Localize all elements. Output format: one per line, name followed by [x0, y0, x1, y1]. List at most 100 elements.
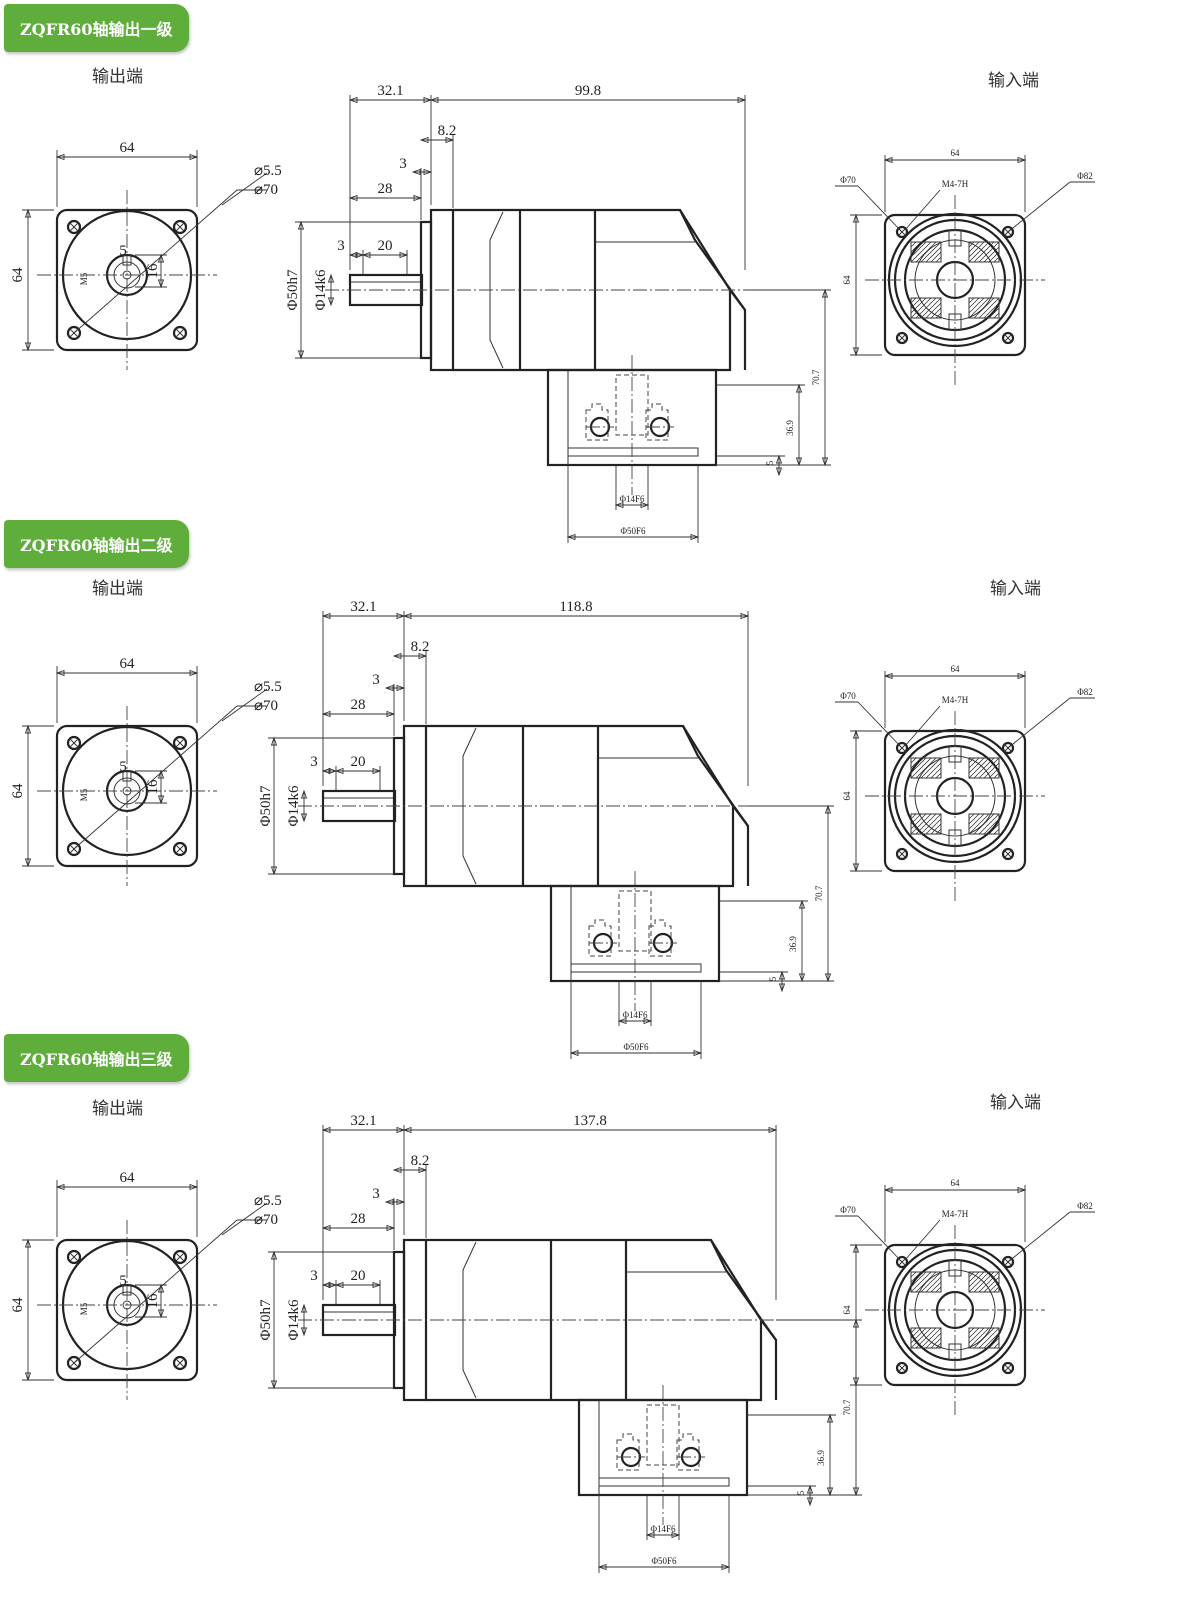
height-total-text: 70.7 [842, 1399, 852, 1415]
hatch-line [968, 757, 990, 779]
bore-pilot-text: Φ50F6 [623, 1042, 649, 1052]
dimension-arrow [852, 729, 860, 739]
input-mounting-hole [1001, 1361, 1015, 1375]
pcd-dia-text: ⌀70 [254, 1212, 278, 1228]
height-dim-text: 64 [10, 1297, 26, 1313]
gearbox-bevel [710, 1239, 778, 1400]
dimension-arrow [640, 501, 650, 509]
hatch-line [968, 241, 985, 258]
dimension-arrow [55, 669, 65, 677]
hatch-line [925, 762, 942, 779]
dimension-arrow [768, 1126, 778, 1134]
hatch-line [968, 1271, 990, 1293]
key-offset-text: 3 [337, 238, 345, 254]
dimension-arrow [321, 767, 331, 775]
dimension-arrow [386, 1224, 396, 1232]
dimension-arrow [189, 669, 199, 677]
mounting-hole [66, 735, 82, 751]
dimension-arrow [645, 1531, 655, 1539]
dimension-arrow [795, 383, 803, 393]
dimension-arrow [852, 1377, 860, 1387]
hole-dia-text: ⌀5.5 [254, 1193, 282, 1209]
height-axis-text: 36.9 [788, 936, 798, 952]
mounting-hole [66, 841, 82, 857]
dimension-arrow [392, 652, 402, 660]
dimension-arrow [423, 168, 433, 176]
input-base [567, 447, 699, 457]
hatch-line [935, 828, 942, 835]
input-end-label: 输入端 [988, 71, 1039, 91]
mounting-hole [66, 325, 82, 341]
leader-line [1007, 181, 1071, 233]
dimension-arrow [429, 96, 439, 104]
dimension-arrow [334, 767, 344, 775]
flange-t-text: 8.2 [411, 639, 430, 655]
dimension-arrow [778, 970, 786, 980]
hatch-line [910, 757, 922, 769]
key-offset-text: 3 [310, 754, 318, 770]
leader-line [73, 705, 238, 850]
dimension-arrow [778, 983, 786, 993]
dimension-arrow [24, 858, 32, 868]
hatch-line [968, 241, 990, 263]
mounting-hole [66, 219, 82, 235]
dimension-arrow [396, 1198, 406, 1206]
pilot-text: Φ50h7 [285, 269, 301, 310]
hatch-line [925, 302, 942, 319]
leader-line [857, 185, 903, 233]
shaft-dia-text: Φ14k6 [286, 785, 302, 826]
dimension-arrow [775, 454, 783, 464]
dimension-arrow [775, 467, 783, 477]
hatch-line [910, 241, 922, 253]
leader-line [904, 1219, 941, 1261]
hatch-line [968, 757, 980, 769]
hatch-line [993, 1286, 1000, 1293]
dimension-arrow [1017, 672, 1027, 680]
output-end-label: 输出端 [92, 1099, 143, 1119]
hatch-line [910, 1327, 917, 1334]
dimension-arrow [614, 501, 624, 509]
thread-text: M5 [79, 272, 89, 285]
height-total-text: 70.7 [814, 885, 824, 901]
dimension-arrow [386, 710, 396, 718]
base-text: 5 [765, 460, 775, 465]
hatch-line [978, 813, 1000, 835]
hatch-line [915, 297, 937, 319]
mounting-hole [66, 1355, 82, 1371]
hatch-line [968, 813, 985, 830]
dimension-arrow [24, 724, 32, 734]
dimension-arrow [157, 795, 165, 805]
hatch-line [993, 312, 1000, 319]
dimension-arrow [798, 973, 806, 983]
dimension-arrow [348, 96, 358, 104]
dimension-arrow [883, 156, 893, 164]
gearbox-bevel [682, 725, 750, 886]
dimension-arrow [566, 533, 576, 541]
width-dim-text: 64 [120, 1170, 136, 1186]
base-text: 5 [768, 976, 778, 981]
hatch-line [968, 1327, 990, 1349]
dimension-arrow [321, 612, 331, 620]
dimension-arrow [883, 672, 893, 680]
leader-line [73, 189, 238, 334]
input-mounting-hole [895, 847, 909, 861]
bore-text: Φ14F6 [622, 1010, 648, 1020]
hatch-line [920, 813, 942, 835]
dimension-arrow [795, 457, 803, 467]
dimension-arrow [334, 1281, 344, 1289]
hatch-line [968, 297, 990, 319]
hatch-line [968, 757, 985, 774]
input-pocket-hidden [588, 919, 612, 957]
dimension-arrow [826, 1487, 834, 1497]
dimension-arrow [418, 1166, 428, 1174]
input-pocket-hidden [616, 1433, 640, 1471]
hatch-line [968, 813, 975, 820]
output-end-label: 输出端 [92, 67, 143, 87]
key-len-text: 20 [351, 754, 366, 770]
dimension-arrow [423, 96, 433, 104]
height-dim-text: 64 [10, 267, 26, 283]
input-base [570, 963, 702, 973]
key-len-text: 20 [378, 238, 393, 254]
